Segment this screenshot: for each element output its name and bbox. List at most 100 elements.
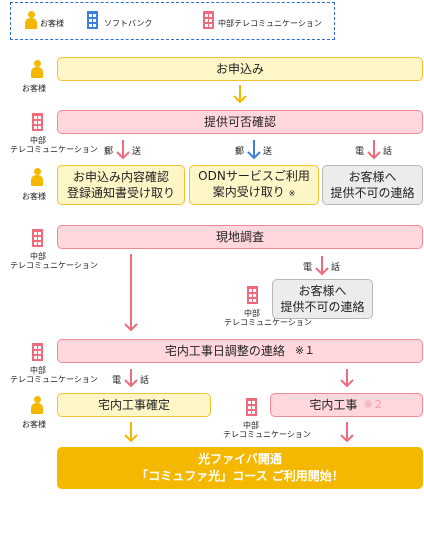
connector-phone-2: 話 [383,147,393,157]
building-icon [247,286,258,304]
connector-mail-odn-1: 郵 [235,147,245,157]
actor-label-chubu-2-line1: 中部 [30,252,46,261]
actor-label-chubu-5: 中部 テレコミュニケーション [223,421,311,439]
connector-phone-1: 電 [355,147,365,157]
connector-mail-2: 送 [132,147,142,157]
person-icon [25,11,37,29]
step-confirm: お申込み内容確認 登録通知書受け取り [57,165,185,205]
step-odn-line2: 案内受け取り [212,185,285,199]
connector-phone-label: 電 [355,144,364,157]
actor-label-chubu-5-line1: 中部 [243,421,259,430]
actor-label-chubu-4-line1: 中部 [30,366,46,375]
legend-chubu: 中部テレコミュニケーション [203,11,322,29]
building-icon [203,11,214,29]
chubu-actor-3 [247,286,258,304]
step-check: 提供可否確認 [57,110,423,134]
arrow-mail-confirm [116,140,130,160]
connector-phone-schedule-label-1: 電 [112,376,122,386]
building-icon [87,11,98,29]
connector-phone-schedule-1: 電 [112,373,121,386]
building-icon [32,343,43,361]
step-unavailable-2-line1: お客様へ [298,284,347,298]
arrow-phone-unavailable [367,140,381,160]
step-final-line1: 光ファイバ開通 [198,452,282,466]
actor-label-chubu-2-line2: テレコミュニケーション [10,261,98,270]
step-survey: 現地調査 [57,225,423,249]
actor-label-chubu-3: 中部 テレコミュニケーション [224,309,312,327]
chubu-actor-4 [32,343,43,361]
connector-phone-schedule-2: 話 [140,373,149,386]
person-icon [31,60,43,78]
legend-chubu-label: 中部テレコミュニケーション [218,19,322,28]
connector-phone-schedule-label-2: 話 [140,376,150,386]
customer-actor-3 [31,396,43,414]
building-icon [32,229,43,247]
connector-phone-survey-label-1: 電 [303,263,313,273]
connector-phone-label-2: 話 [383,144,392,157]
legend-customer-label: お客様 [40,19,64,28]
step-final: 光ファイバ開通 「コミュファ光」コース ご利用開始！ [57,447,423,489]
step-work: 宅内工事 ※２ [270,393,423,417]
step-work-label: 宅内工事 [309,398,358,412]
step-confirm-line1: お申込み内容確認 [72,170,169,184]
connector-phone-survey-2: 話 [331,260,340,273]
actor-label-chubu-3-line1: 中部 [244,309,260,318]
building-icon [246,398,257,416]
actor-label-customer-3: お客様 [22,420,46,429]
step-apply: お申込み [57,57,423,81]
arrow-apply-to-check [233,85,247,104]
chubu-actor-5 [246,398,257,416]
step-work-confirm: 宅内工事確定 [57,393,211,417]
connector-mail-odn-2: 送 [263,147,273,157]
step-schedule-label: 宅内工事日調整の連絡 [164,344,285,358]
actor-label-chubu-5-line2: テレコミュニケーション [223,430,311,439]
arrow-work-to-final [340,422,354,443]
legend: お客様 ソフトバンク 中部テレコミュニケーション [10,2,335,40]
step-unavailable-1-line2: 提供不可の連絡 [330,186,415,200]
step-schedule-mark: ※１ [294,344,316,357]
arrow-schedule-to-work [340,369,354,388]
legend-softbank-label: ソフトバンク [104,19,153,28]
legend-customer: お客様 [25,11,64,29]
connector-mail-label-odn: 郵 [235,144,244,157]
step-confirm-line2: 登録通知書受け取り [66,186,175,200]
arrow-phone-unavailable-2 [315,256,329,276]
actor-label-chubu-line2: テレコミュニケーション [10,145,98,154]
step-unavailable-1: お客様へ 提供不可の連絡 [322,165,423,205]
chubu-actor-2 [32,229,43,247]
actor-label-chubu: 中部 テレコミュニケーション [10,136,98,154]
actor-label-customer: お客様 [22,84,46,93]
step-final-line2: 「コミュファ光」コース ご利用開始！ [136,469,344,483]
step-schedule: 宅内工事日調整の連絡 ※１ [57,339,423,363]
arrow-mail-odn [247,140,261,160]
step-odn-mark: ※ [288,189,296,198]
actor-label-chubu-line1: 中部 [30,136,46,145]
actor-label-chubu-4: 中部 テレコミュニケーション [10,366,98,384]
building-icon [32,113,43,131]
connector-phone-survey-1: 電 [303,260,312,273]
arrow-phone-work-confirm [124,369,138,388]
actor-label-chubu-4-line2: テレコミュニケーション [10,375,98,384]
connector-phone-survey-label-2: 話 [331,263,341,273]
person-icon [31,168,43,186]
connector-mail-1: 郵 [104,147,114,157]
arrow-work-confirm-to-final [124,422,138,443]
chubu-actor-1 [32,113,43,131]
legend-softbank: ソフトバンク [87,11,152,29]
step-odn-line1: ODNサービスご利用 [198,169,310,183]
actor-label-chubu-2: 中部 テレコミュニケーション [10,252,98,270]
connector-mail-label-2: 送 [132,144,141,157]
step-unavailable-2-line2: 提供不可の連絡 [280,300,365,314]
customer-actor-1 [31,60,43,78]
step-unavailable-2: お客様へ 提供不可の連絡 [272,279,373,319]
step-unavailable-1-line1: お客様へ [348,170,397,184]
person-icon [31,396,43,414]
connector-mail-label-odn-2: 送 [263,144,272,157]
step-odn: ODNサービスご利用 案内受け取り ※ [189,165,319,205]
connector-mail-label: 郵 [104,144,113,157]
step-work-mark: ※２ [363,398,384,411]
step-odn-line2-wrap: 案内受け取り ※ [213,184,296,202]
arrow-survey-to-schedule [124,254,138,332]
actor-label-chubu-3-line2: テレコミュニケーション [224,318,312,327]
